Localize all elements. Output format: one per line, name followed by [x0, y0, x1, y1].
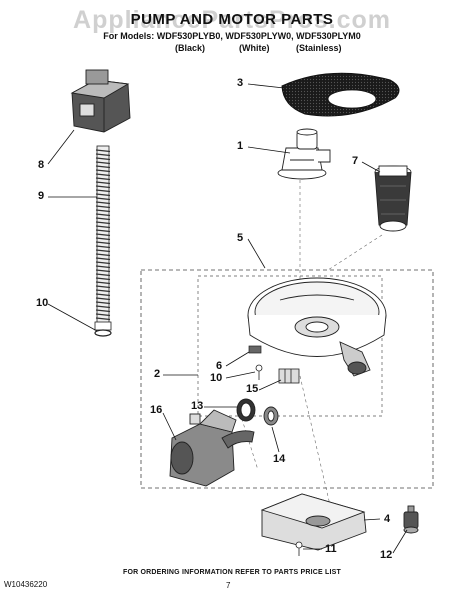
hose-rib	[95, 213, 111, 217]
hose-rib	[95, 189, 111, 193]
hose-rib	[95, 173, 111, 177]
screw-part-lower	[295, 541, 303, 556]
hose-rib	[95, 269, 111, 273]
callout-13: 13	[191, 400, 204, 412]
pump-housing-part	[277, 128, 331, 180]
callout-15: 15	[246, 383, 259, 395]
connector-part	[278, 368, 300, 384]
hose-rib	[95, 181, 111, 185]
hose-rib	[95, 161, 111, 165]
hose-rib	[95, 253, 111, 257]
hose-rib	[95, 265, 111, 269]
screw-part-upper	[255, 364, 263, 380]
hose-rib	[95, 277, 111, 281]
hose-rib	[95, 201, 111, 205]
filter-screen-part	[281, 72, 400, 117]
hose-rib	[95, 217, 111, 221]
variant-stainless: (Stainless)	[296, 43, 342, 53]
hose-rib	[95, 225, 111, 229]
hose-rib	[95, 289, 111, 293]
hose-rib	[95, 153, 111, 157]
sump-subassembly-outline	[197, 275, 383, 417]
hose-rib	[95, 241, 111, 245]
variant-black: (Black)	[175, 43, 206, 53]
callout-4: 4	[384, 513, 391, 525]
hose-rib	[95, 229, 111, 233]
sensor-part	[403, 505, 419, 534]
leader-lines	[47, 83, 408, 554]
callout-7: 7	[352, 155, 359, 167]
callout-9: 9	[38, 190, 45, 202]
pump-motor-part	[169, 409, 255, 487]
callout-5: 5	[237, 232, 244, 244]
hose-rib	[95, 301, 111, 305]
page-title: PUMP AND MOTOR PARTS	[130, 11, 334, 28]
hose-rib	[95, 233, 111, 237]
hose-rib	[95, 317, 111, 321]
callout-12: 12	[380, 549, 393, 561]
clip-part	[248, 345, 262, 354]
ordering-footer: FOR ORDERING INFORMATION REFER TO PARTS …	[122, 569, 342, 576]
hose-rib	[95, 257, 111, 261]
hose-rib	[95, 281, 111, 285]
hose-rib	[95, 209, 111, 213]
callout-10-upper: 10	[210, 372, 223, 384]
hose-rib	[95, 293, 111, 297]
hose-rib	[95, 261, 111, 265]
hose-rib	[95, 285, 111, 289]
hose-rib	[95, 249, 111, 253]
page-number: 7	[226, 581, 231, 590]
clamp-part	[263, 406, 279, 426]
sump-bracket-part	[260, 493, 367, 551]
filter-cylinder-part	[374, 165, 412, 232]
sump-assembly-outline	[140, 269, 434, 489]
hose-rib	[95, 205, 111, 209]
motor-part	[70, 69, 131, 133]
callout-3: 3	[237, 77, 244, 89]
callout-10-lower: 11	[325, 543, 337, 555]
callout-8: 8	[38, 159, 45, 171]
callout-14: 14	[273, 453, 286, 465]
grommet-part	[236, 398, 256, 422]
hose-rib	[95, 149, 111, 153]
hose-rib	[95, 237, 111, 241]
callout-1: 1	[237, 140, 244, 152]
hose-rib	[95, 273, 111, 277]
hose-rib	[95, 157, 111, 161]
hose-clamp-part	[94, 329, 112, 337]
models-line: For Models: WDF530PLYB0, WDF530PLYW0, WD…	[103, 31, 361, 41]
callout-2: 2	[154, 368, 161, 380]
hose-rib	[95, 313, 111, 317]
callout-11: 10	[36, 297, 49, 309]
hose-rib	[95, 177, 111, 181]
hose-rib	[95, 197, 111, 201]
callout-16: 16	[150, 404, 163, 416]
hose-rib	[95, 169, 111, 173]
variant-white: (White)	[239, 43, 270, 53]
sump-base-part	[247, 277, 387, 377]
hose-rib	[95, 185, 111, 189]
document-code: W10436220	[4, 580, 48, 589]
hose-rib	[95, 305, 111, 309]
drain-hose-part	[94, 145, 112, 331]
hose-rib	[95, 245, 111, 249]
callout-6: 6	[216, 360, 223, 372]
hose-rib	[95, 221, 111, 225]
hose-rib	[95, 309, 111, 313]
watermark: AppliancePartsPros.com	[73, 6, 391, 34]
hose-rib	[95, 297, 111, 301]
hose-rib	[95, 193, 111, 197]
hose-rib	[95, 165, 111, 169]
